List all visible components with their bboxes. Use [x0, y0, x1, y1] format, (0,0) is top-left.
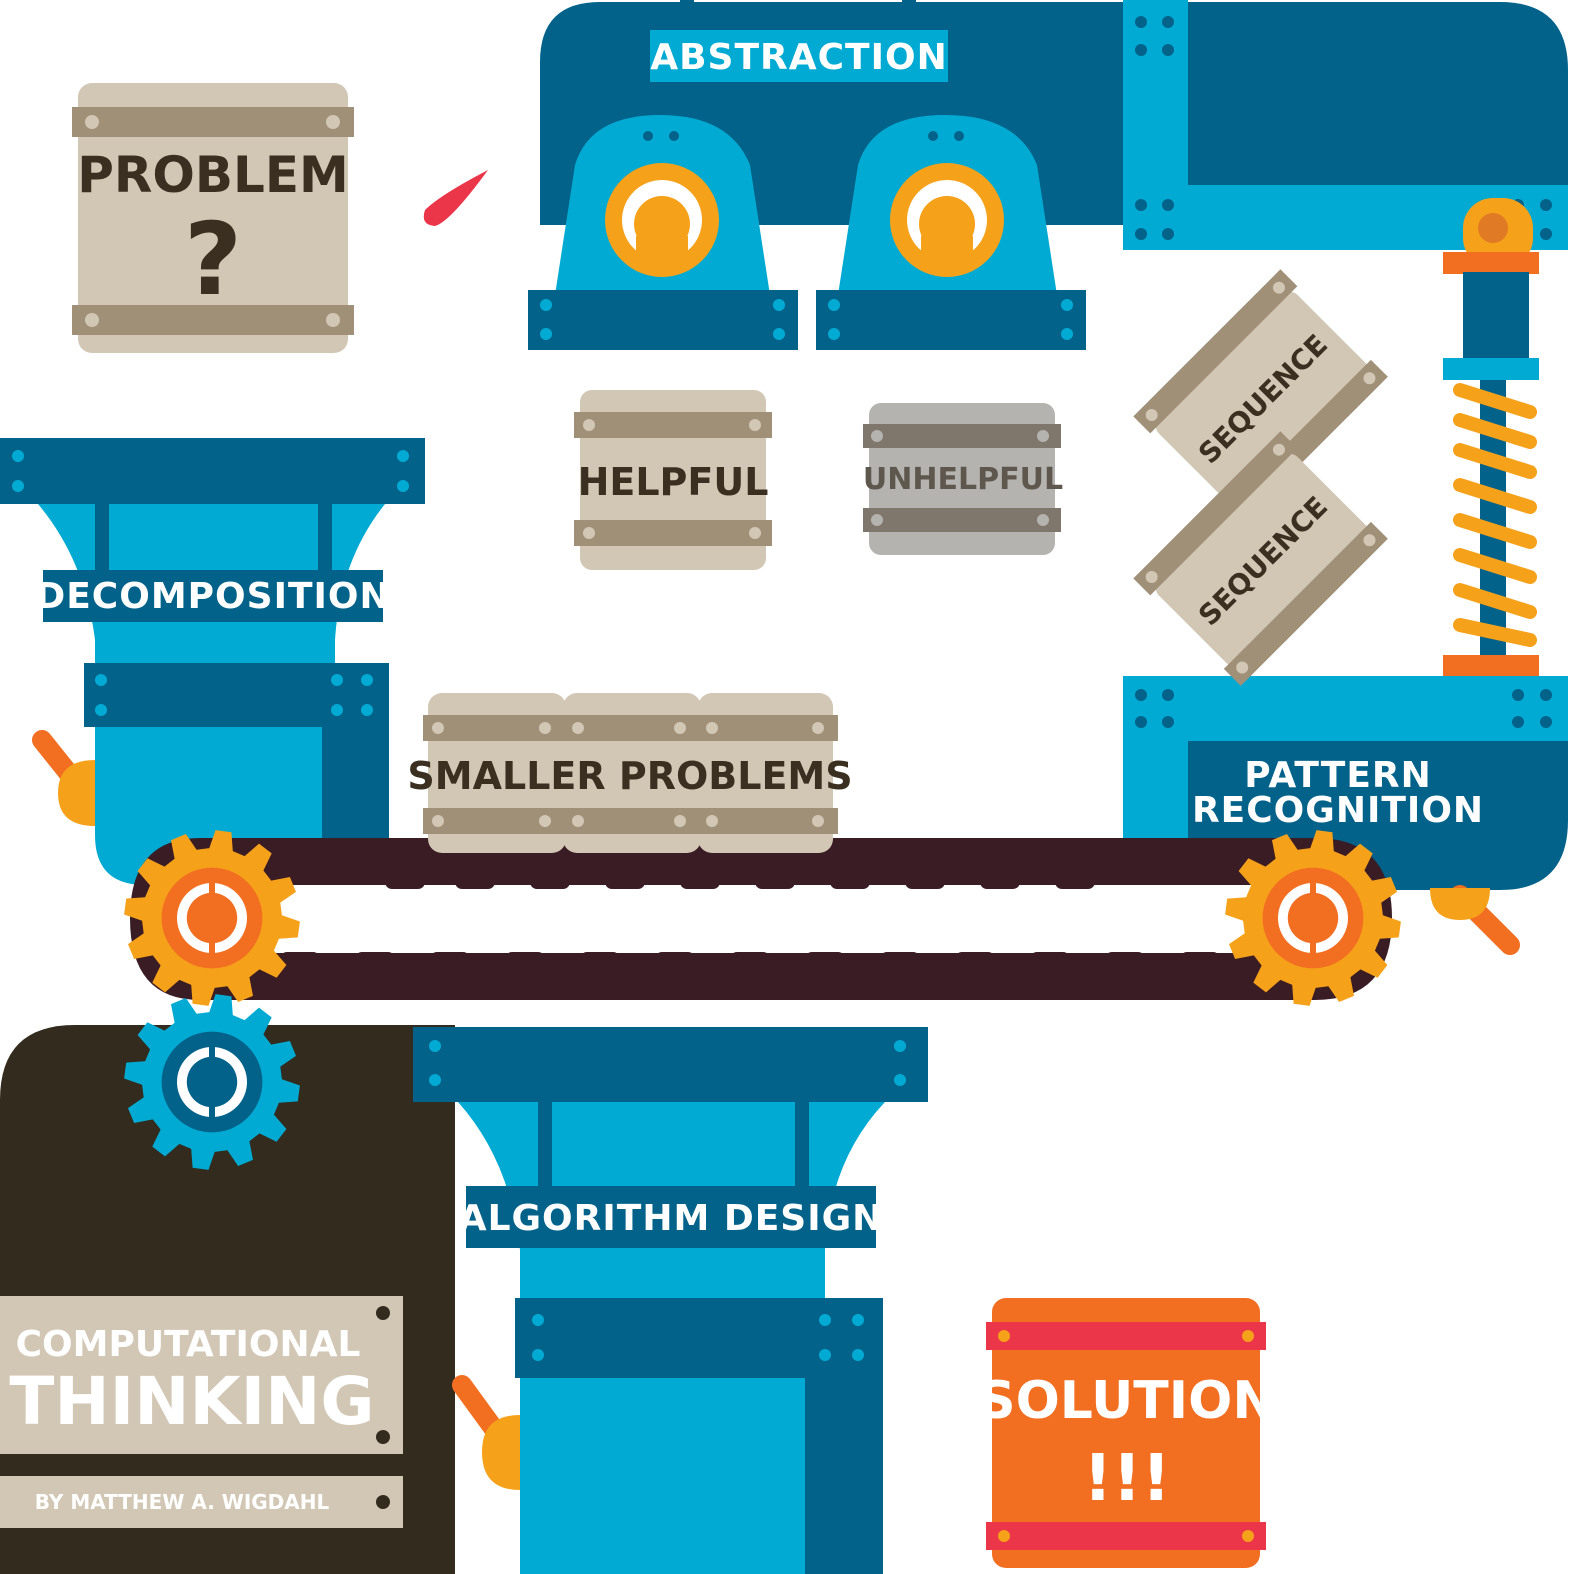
byline: BY MATTHEW A. WIGDAHL [35, 1490, 330, 1514]
solution-crate: SOLUTION !!! [978, 1298, 1276, 1568]
helpful-label: HELPFUL [578, 460, 769, 504]
problem-crate: PROBLEM ? [72, 83, 354, 353]
algorithm-design-machine: ALGORITHM DESIGN [413, 1027, 928, 1574]
decomposition-label: DECOMPOSITION [35, 576, 390, 617]
motion-mark-icon [424, 170, 488, 226]
lever-icon [462, 1385, 520, 1490]
unhelpful-crate: UNHELPFUL [863, 403, 1063, 555]
question-mark-icon: ? [184, 201, 242, 318]
lever-icon [42, 740, 95, 826]
exclamation-icon: !!! [1083, 1442, 1171, 1516]
abstraction-machine: ABSTRACTION [528, 0, 1568, 350]
title-line2: THINKING [9, 1363, 374, 1440]
title-line1: COMPUTATIONAL [16, 1324, 361, 1365]
byline-plate: BY MATTHEW A. WIGDAHL [0, 1476, 403, 1528]
unhelpful-label: UNHELPFUL [863, 462, 1063, 497]
smaller-problems-label: SMALLER PROBLEMS [407, 754, 852, 798]
abstraction-label: ABSTRACTION [650, 37, 947, 78]
decomposition-machine: DECOMPOSITION [0, 438, 425, 886]
sequence-crate: SEQUENCE [1133, 431, 1388, 686]
title-plate: COMPUTATIONAL THINKING [0, 1296, 403, 1454]
solution-label: SOLUTION [978, 1371, 1276, 1431]
pattern-label-line2: RECOGNITION [1192, 790, 1484, 831]
spring-icon [1443, 198, 1539, 736]
helpful-crate: HELPFUL [574, 390, 772, 570]
smaller-problems-crates: SMALLER PROBLEMS [407, 693, 852, 853]
problem-label: PROBLEM [77, 146, 349, 204]
conveyor-belt [130, 838, 1392, 1000]
lever-icon [1430, 888, 1510, 945]
algorithm-design-label: ALGORITHM DESIGN [459, 1198, 884, 1239]
